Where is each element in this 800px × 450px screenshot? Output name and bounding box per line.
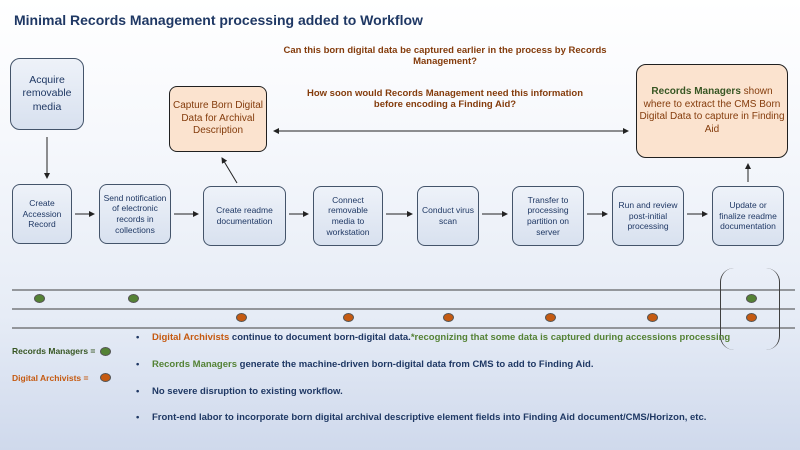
step-label: Run and review post-initial processing bbox=[618, 200, 678, 232]
rm-bracket bbox=[720, 268, 780, 350]
records-managers-box: Records Managers shown where to extract … bbox=[636, 64, 788, 158]
acquire-media-label: Acquire removable media bbox=[22, 74, 72, 113]
bullet-role: Digital Archivists bbox=[152, 332, 230, 343]
question-how-soon: How soon would Records Management need t… bbox=[306, 88, 584, 110]
page-title: Minimal Records Management processing ad… bbox=[14, 12, 423, 28]
bullet-text: generate the machine-driven born-digital… bbox=[237, 358, 594, 370]
bullet-list: Digital Archivists continue to document … bbox=[136, 332, 756, 439]
step-create-accession: Create Accession Record bbox=[12, 184, 72, 244]
step-label: Send notification of electronic records … bbox=[103, 192, 167, 235]
orange-dot-digital-archivists bbox=[236, 313, 247, 322]
step-create-readme: Create readme documentation bbox=[203, 186, 286, 246]
acquire-media-box: Acquire removable media bbox=[10, 58, 84, 130]
bullet-records-managers: Records Managers generate the machine-dr… bbox=[136, 359, 756, 372]
orange-dot-digital-archivists bbox=[343, 313, 354, 322]
bullet-role: Records Managers bbox=[152, 358, 238, 370]
step-label: Create Accession Record bbox=[22, 198, 62, 230]
records-managers-text: Records Managers shown where to extract … bbox=[639, 86, 785, 136]
orange-dot-digital-archivists bbox=[443, 313, 454, 322]
legend-digital-archivists: Digital Archivists = bbox=[12, 373, 89, 383]
step-label: Connect removable media to workstation bbox=[326, 194, 370, 237]
orange-dot-digital-archivists bbox=[647, 313, 658, 322]
question-capture-earlier: Can this born digital data be captured e… bbox=[283, 45, 607, 67]
step-transfer-partition: Transfer to processing partition on serv… bbox=[512, 186, 584, 246]
capture-born-digital-label: Capture Born Digital Data for Archival D… bbox=[172, 100, 264, 137]
green-dot-records-managers bbox=[34, 294, 45, 303]
green-dot-records-managers bbox=[746, 294, 757, 303]
bullet-text: No severe disruption to existing workflo… bbox=[152, 385, 343, 397]
bullet-text: Front-end labor to incorporate born digi… bbox=[152, 412, 707, 424]
legend-records-managers: Records Managers = bbox=[12, 346, 96, 356]
bullet-text: continue to document born-digital data. bbox=[229, 332, 411, 343]
bullet-digital-archivists: Digital Archivists continue to document … bbox=[136, 332, 756, 345]
step-update-readme: Update or finalize readme documentation bbox=[712, 186, 784, 246]
step-label: Create readme documentation bbox=[216, 205, 273, 226]
step-virus-scan: Conduct virus scan bbox=[417, 186, 479, 246]
step-label: Conduct virus scan bbox=[422, 205, 474, 226]
records-managers-rest: shown where to extract the CMS Born Digi… bbox=[639, 86, 785, 135]
arrow-readme-to-capture bbox=[221, 157, 238, 184]
bullet-no-disruption: No severe disruption to existing workflo… bbox=[136, 386, 756, 399]
step-connect-media: Connect removable media to workstation bbox=[313, 186, 383, 246]
bullet-front-end-labor: Front-end labor to incorporate born digi… bbox=[136, 412, 756, 425]
orange-dot-digital-archivists bbox=[545, 313, 556, 322]
bullet-note: *recognizing that some data is captured … bbox=[410, 332, 731, 343]
step-run-review: Run and review post-initial processing bbox=[612, 186, 684, 246]
step-send-notification: Send notification of electronic records … bbox=[99, 184, 171, 244]
legend-green-dot bbox=[100, 347, 111, 356]
step-label: Update or finalize readme documentation bbox=[719, 200, 777, 232]
step-label: Transfer to processing partition on serv… bbox=[526, 194, 570, 237]
orange-dot-digital-archivists bbox=[746, 313, 757, 322]
records-managers-strong: Records Managers bbox=[651, 86, 741, 97]
capture-born-digital-box: Capture Born Digital Data for Archival D… bbox=[169, 86, 267, 152]
legend-orange-dot bbox=[100, 373, 111, 382]
green-dot-records-managers bbox=[128, 294, 139, 303]
